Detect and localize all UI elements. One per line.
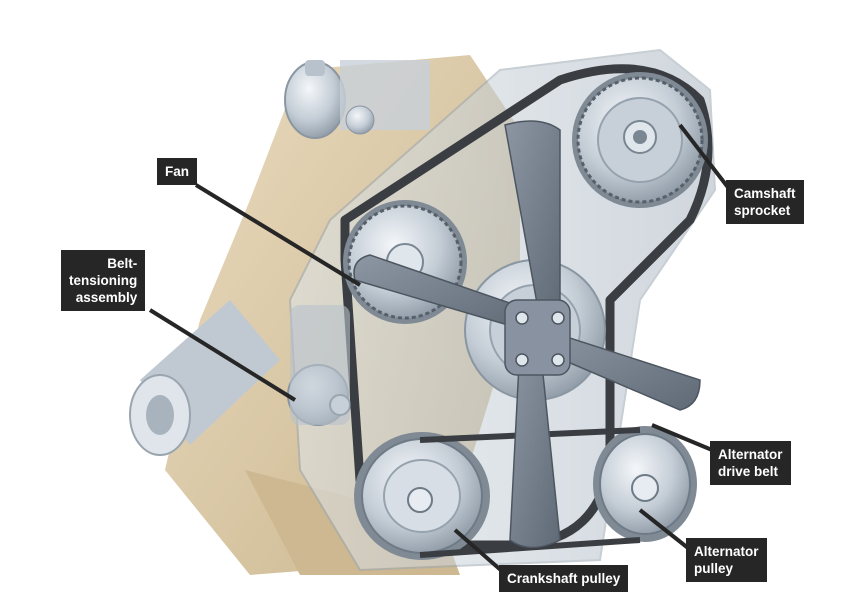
label-alternator-drive-belt: Alternator drive belt <box>710 441 791 485</box>
leader-alternator-pulley <box>638 508 690 550</box>
label-alternator-pulley: Alternator pulley <box>686 538 767 582</box>
leader-camshaft <box>678 123 732 192</box>
leader-lines <box>148 123 732 574</box>
crankshaft-pulley <box>354 432 490 560</box>
label-camshaft-sprocket: Camshaft sprocket <box>726 180 804 224</box>
fan-blades <box>353 120 701 549</box>
label-fan: Fan <box>157 158 198 185</box>
leader-fan <box>194 183 362 287</box>
leader-belt-tensioner <box>148 308 297 402</box>
starter-motor <box>129 300 280 456</box>
leader-crankshaft <box>453 528 505 574</box>
label-crankshaft-pulley: Crankshaft pulley <box>499 565 629 592</box>
label-belt-tensioning-assembly: Belt- tensioning assembly <box>61 250 146 311</box>
leader-alternator-belt <box>651 423 713 452</box>
alternator-pulley <box>593 426 697 542</box>
distributor <box>284 60 430 139</box>
camshaft-sprocket <box>572 72 708 208</box>
belt-tensioner <box>287 305 351 426</box>
